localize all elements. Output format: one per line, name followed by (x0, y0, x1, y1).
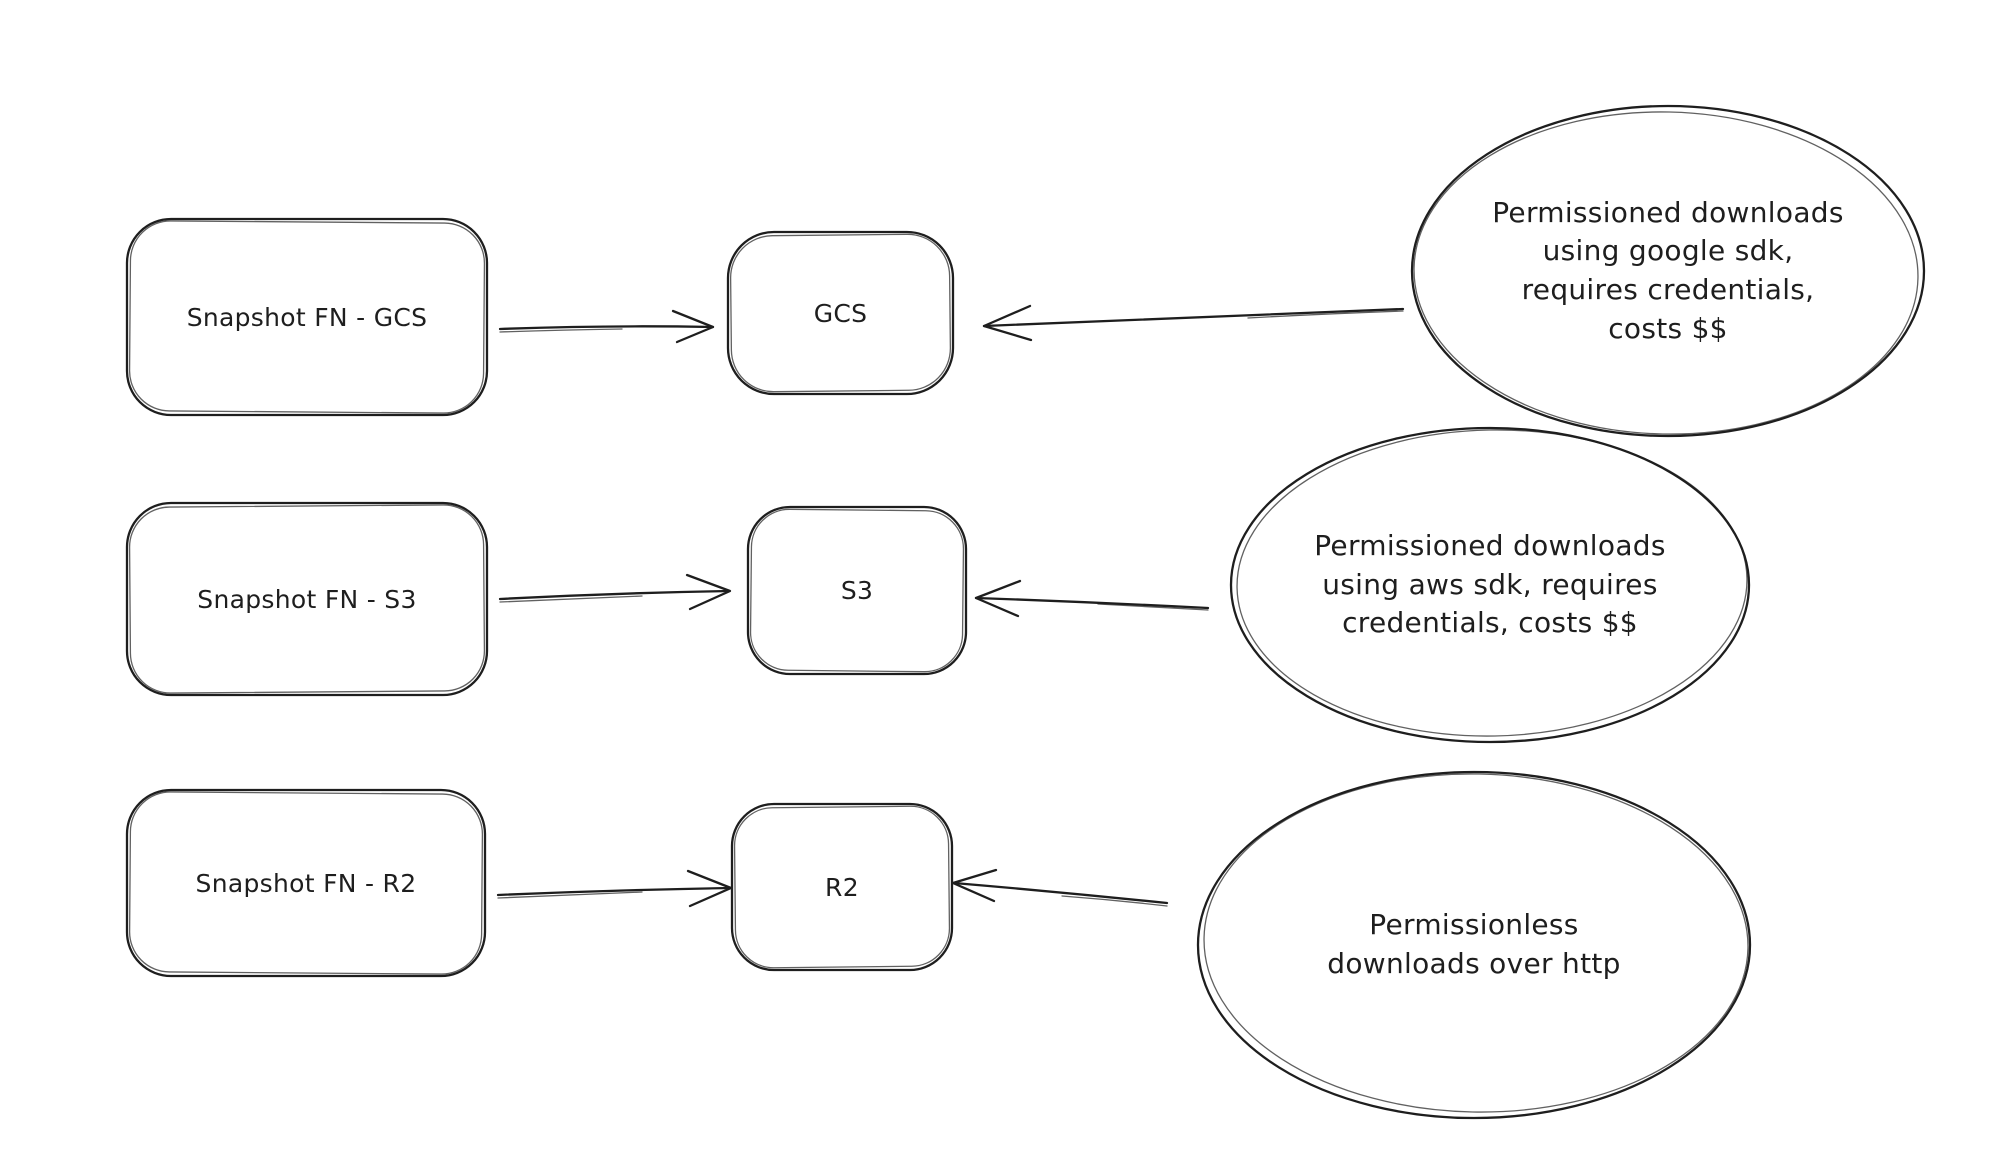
node-snapshot-fn-r2-shape (125, 788, 487, 978)
arrow-note-gcs-to-gcs (982, 304, 1405, 342)
node-gcs-label: GCS (813, 298, 868, 328)
arrow-snapshot-gcs-to-gcs (498, 309, 715, 344)
node-s3-label: S3 (840, 576, 874, 605)
node-snapshot-fn-r2-label: Snapshot FN - R2 (195, 868, 417, 898)
node-gcs-shape (726, 230, 955, 396)
arrow-note-s3-to-s3 (974, 579, 1210, 618)
note-s3-label: Permissioned downloads using aws sdk, re… (1314, 529, 1666, 640)
note-s3-ellipse-shape (1229, 426, 1751, 744)
node-snapshot-fn-gcs-shape (125, 217, 489, 417)
node-snapshot-fn-s3-shape (125, 501, 489, 697)
node-r2-shape (730, 802, 954, 972)
note-gcs-ellipse-shape (1410, 104, 1926, 438)
node-snapshot-fn-gcs-label: Snapshot FN - GCS (186, 302, 428, 332)
note-r2-label: Permissionless downloads over http (1327, 908, 1621, 980)
arrow-note-r2-to-r2 (951, 868, 1169, 907)
note-r2-ellipse-shape (1196, 770, 1752, 1120)
arrow-snapshot-r2-to-r2 (496, 869, 733, 908)
note-gcs-label: Permissioned downloads using google sdk,… (1492, 195, 1844, 345)
arrow-snapshot-s3-to-s3 (498, 573, 732, 611)
node-r2-label: R2 (825, 872, 859, 902)
node-s3-shape (746, 505, 968, 676)
node-snapshot-fn-s3-label: Snapshot FN - S3 (197, 584, 417, 614)
